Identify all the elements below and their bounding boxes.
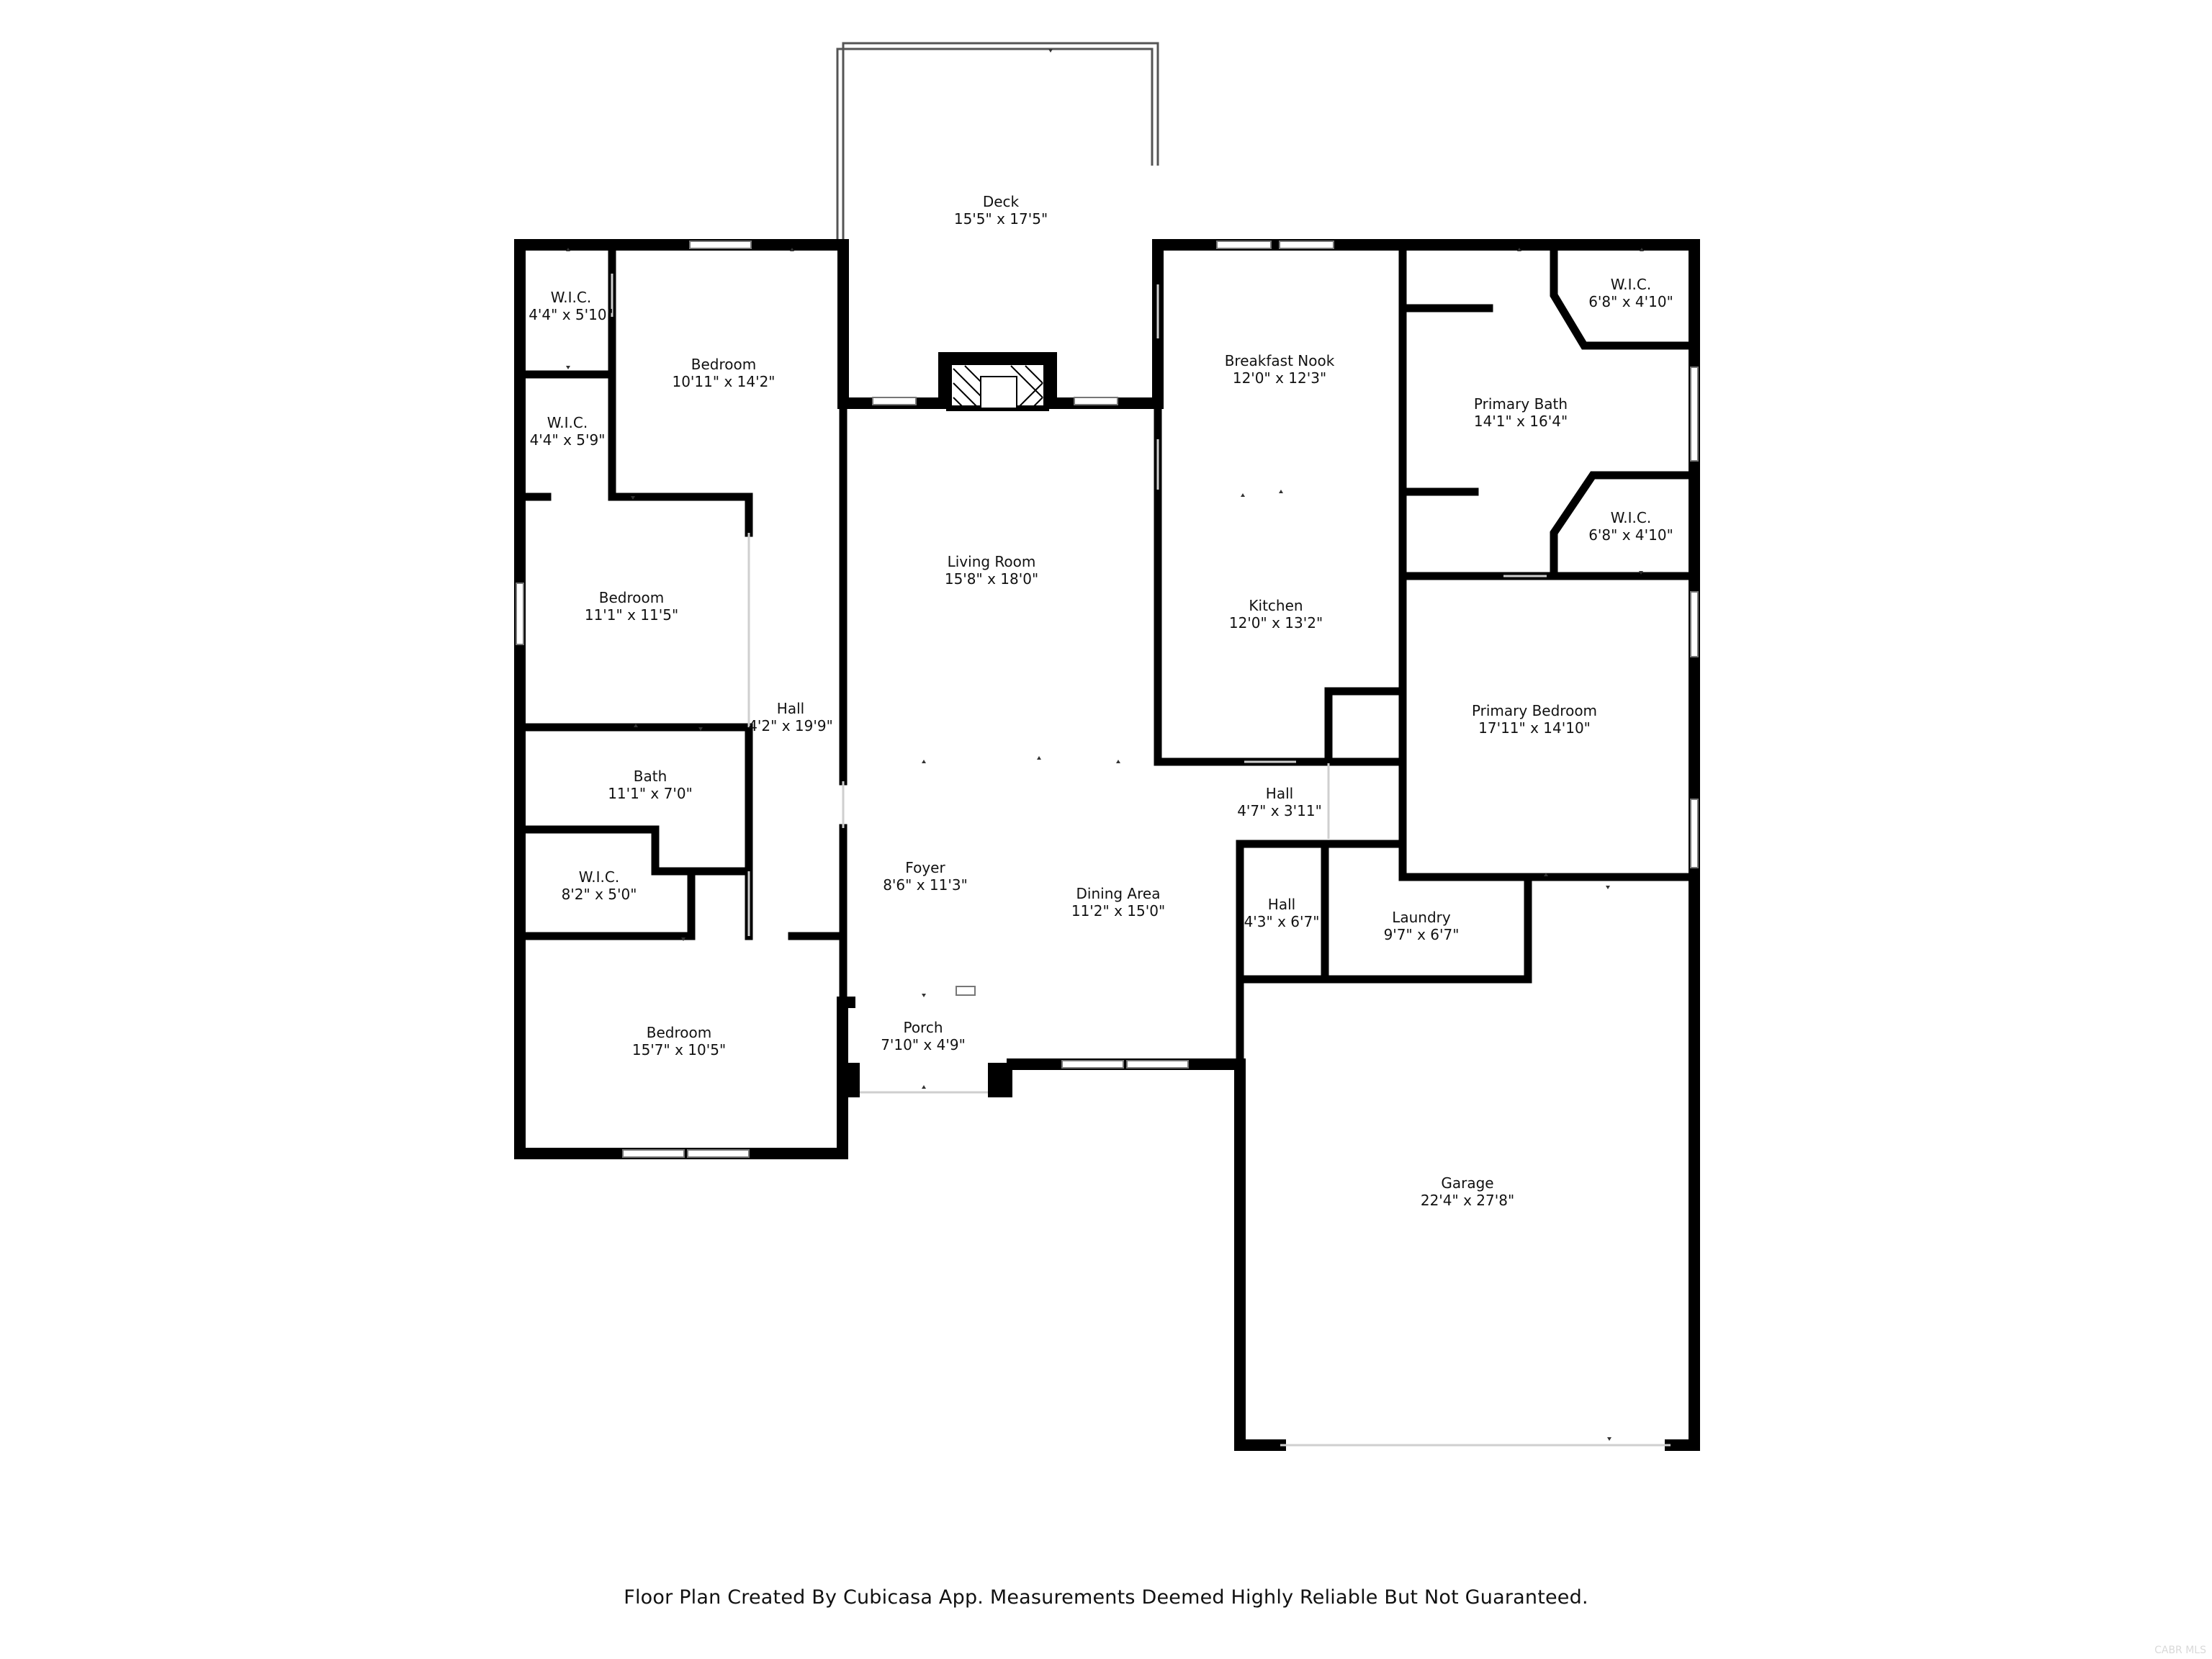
room-name: Living Room bbox=[948, 553, 1036, 570]
room-dimensions: 12'0" x 13'2" bbox=[1229, 614, 1323, 631]
room-dimensions: 8'6" x 11'3" bbox=[883, 876, 968, 894]
room-name: Primary Bath bbox=[1474, 395, 1568, 413]
door-openings bbox=[611, 274, 1671, 1447]
room-name: Primary Bedroom bbox=[1472, 702, 1597, 719]
footer-disclaimer: Floor Plan Created By Cubicasa App. Meas… bbox=[624, 1586, 1588, 1609]
room-dimensions: 11'1" x 11'5" bbox=[585, 606, 678, 624]
room-dimensions: 15'7" x 10'5" bbox=[632, 1041, 726, 1058]
room-name: Hall bbox=[1266, 785, 1293, 802]
room-dimensions: 4'2" x 19'9" bbox=[748, 717, 833, 734]
room-dimensions: 17'11" x 14'10" bbox=[1478, 719, 1591, 737]
room-dimensions: 14'1" x 16'4" bbox=[1474, 413, 1568, 430]
room-dimensions: 15'5" x 17'5" bbox=[954, 210, 1048, 228]
structural-posts bbox=[840, 1063, 1012, 1097]
room-dimensions: 22'4" x 27'8" bbox=[1421, 1192, 1514, 1209]
room-dimensions: 8'2" x 5'0" bbox=[562, 886, 637, 903]
room-dimensions: 15'8" x 18'0" bbox=[945, 570, 1038, 588]
room-name: Dining Area bbox=[1076, 885, 1161, 902]
room-name: W.I.C. bbox=[579, 868, 619, 886]
room-dimensions: 6'8" x 4'10" bbox=[1588, 293, 1673, 310]
room-name: Bedroom bbox=[599, 589, 664, 606]
room-name: Garage bbox=[1441, 1174, 1493, 1192]
room-dimensions: 11'2" x 15'0" bbox=[1071, 902, 1165, 920]
room-name: Breakfast Nook bbox=[1225, 352, 1335, 369]
room-dimensions: 7'10" x 4'9" bbox=[881, 1036, 966, 1053]
room-name: Deck bbox=[983, 193, 1020, 210]
room-name: Bedroom bbox=[691, 356, 756, 373]
room-labels: Deck 15'5" x 17'5" W.I.C. 4'4" x 5'10" B… bbox=[529, 193, 1673, 1209]
mls-watermark: CABR MLS bbox=[2154, 1645, 2206, 1656]
room-name: Hall bbox=[777, 700, 804, 717]
room-name: Porch bbox=[903, 1019, 943, 1036]
room-dimensions: 4'7" x 3'11" bbox=[1237, 802, 1322, 819]
room-name: Bath bbox=[634, 768, 667, 785]
fireplace bbox=[946, 359, 1049, 411]
deck-outline bbox=[836, 42, 1159, 241]
room-dimensions: 6'8" x 4'10" bbox=[1588, 526, 1673, 544]
room-dimensions: 12'0" x 12'3" bbox=[1233, 369, 1326, 387]
room-name: W.I.C. bbox=[1611, 509, 1651, 526]
room-name: Hall bbox=[1268, 896, 1295, 913]
room-dimensions: 11'1" x 7'0" bbox=[608, 785, 693, 802]
measurement-ticks bbox=[566, 49, 1644, 1441]
windows bbox=[516, 240, 1699, 1158]
room-dimensions: 4'3" x 6'7" bbox=[1244, 913, 1320, 930]
room-dimensions: 4'4" x 5'9" bbox=[530, 431, 606, 449]
room-name: Bedroom bbox=[647, 1024, 711, 1041]
room-name: Foyer bbox=[905, 859, 945, 876]
room-dimensions: 4'4" x 5'10" bbox=[529, 306, 613, 323]
room-name: Kitchen bbox=[1249, 597, 1303, 614]
room-name: W.I.C. bbox=[1611, 276, 1651, 293]
room-name: W.I.C. bbox=[547, 414, 588, 431]
room-dimensions: 9'7" x 6'7" bbox=[1384, 926, 1460, 943]
room-name: W.I.C. bbox=[551, 289, 591, 306]
room-name: Laundry bbox=[1392, 909, 1451, 926]
room-dimensions: 10'11" x 14'2" bbox=[672, 373, 775, 390]
